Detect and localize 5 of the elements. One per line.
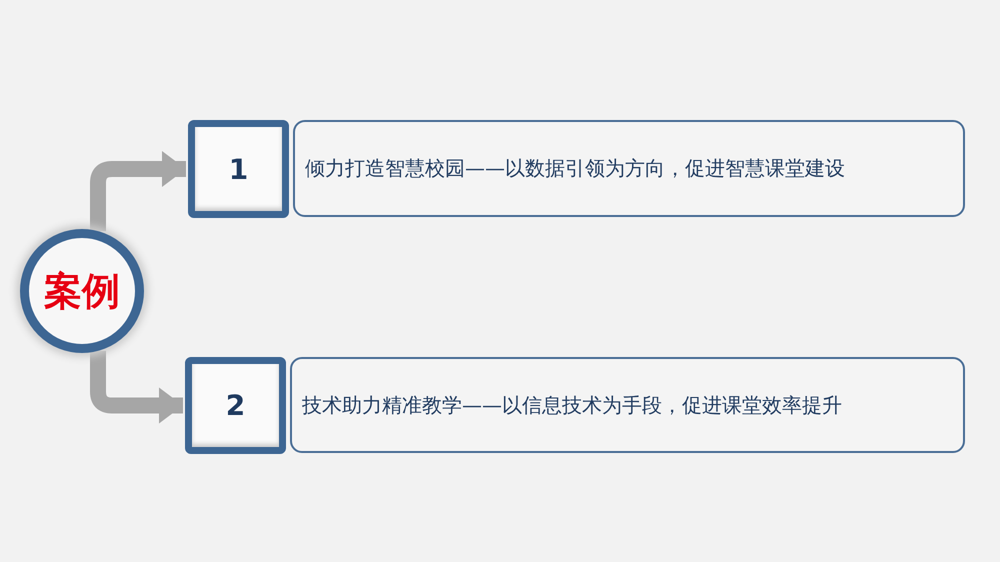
case-circle: 案例 [20, 229, 144, 353]
text-box: 技术助力精准教学——以信息技术为手段，促进课堂效率提升 [290, 357, 965, 453]
text-box: 倾力打造智慧校园——以数据引领为方向，促进智慧课堂建设 [293, 120, 965, 217]
number-box: 2 [185, 357, 286, 454]
number-box: 1 [188, 120, 289, 218]
